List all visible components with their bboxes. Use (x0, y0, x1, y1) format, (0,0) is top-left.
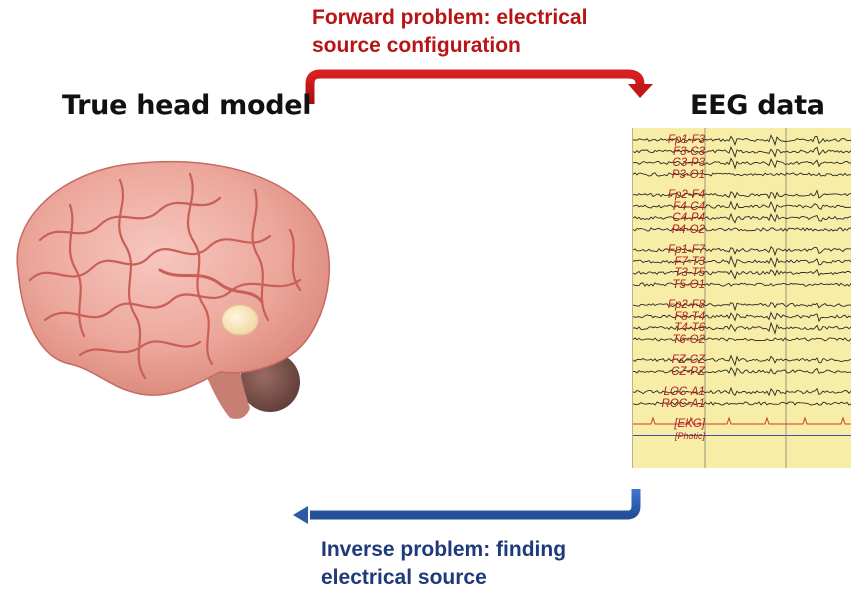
eeg-trace-f7t3 (633, 255, 851, 269)
eeg-channel-label: C4-P4 (672, 212, 705, 224)
inverse-label-line1: Inverse problem: finding (321, 538, 567, 561)
eeg-trace-fp1f7 (633, 246, 851, 257)
eeg-channel-label: LOC-A1 (663, 386, 705, 398)
eeg-trace-czpz (633, 366, 851, 377)
eeg-channel-label: P3-O1 (671, 168, 705, 181)
eeg-trace-f3c3 (633, 145, 851, 159)
eeg-trace-fp2f8 (633, 301, 851, 312)
inverse-label-line2: electrical source (321, 566, 487, 589)
electrical-source-marker (221, 304, 259, 336)
eeg-channel-label: Fp1-F3 (667, 134, 705, 146)
eeg-channel-label: [EKG] (674, 418, 705, 430)
eeg-channel-label: Fp1-F7 (667, 244, 705, 256)
eeg-trace-fzcz (633, 354, 851, 367)
eeg-trace-t6o2 (633, 337, 851, 342)
brain-icon (16, 160, 331, 419)
eeg-trace-c3p3 (633, 157, 851, 170)
eeg-trace-p3o1 (633, 172, 851, 177)
eeg-trace-ekg (633, 416, 851, 425)
eeg-channel-label: T4-T6 (674, 322, 705, 334)
eeg-trace-p4o2 (633, 227, 851, 232)
eeg-trace-fp1f3 (633, 134, 851, 147)
eeg-channel-label: F3-C3 (673, 145, 705, 158)
forward-label-line2: source configuration (312, 34, 521, 57)
eeg-trace-c4p4 (633, 212, 851, 224)
eeg-trace-t3t5 (633, 268, 851, 280)
forward-label-line1: Forward problem: electrical (312, 6, 588, 29)
eeg-channel-label: T5-O1 (672, 278, 705, 291)
inverse-arrow (293, 489, 641, 524)
brain-folds (28, 172, 302, 380)
eeg-channel-label: T6-O2 (672, 333, 705, 346)
eeg-channel-label: F4-C4 (673, 200, 705, 213)
forward-arrow (305, 69, 653, 104)
eeg-channel-label: C3-P3 (672, 157, 705, 169)
eeg-channel-label: ROC-A1 (661, 397, 705, 410)
eeg-channel-label: Fp2-F4 (667, 189, 705, 201)
eeg-trace-t4t6 (633, 321, 851, 335)
cerebrum (16, 160, 331, 396)
eeg-channel-label: CZ-PZ (671, 365, 705, 378)
eeg-trace-f4c4 (633, 200, 851, 214)
eeg-trace-loca1 (633, 386, 851, 397)
eeg-trace-f8t4 (633, 311, 851, 323)
eeg-trace-roca1 (633, 401, 851, 406)
eeg-channel-label: F8-T4 (674, 310, 705, 323)
eeg-channel-label: FZ-CZ (671, 354, 705, 366)
forward-problem-label: Forward problem: electrical source confi… (312, 4, 652, 60)
eeg-trace-t5o1 (633, 282, 851, 287)
eeg-traces (633, 128, 851, 468)
inverse-problem-label: Inverse problem: finding electrical sour… (321, 536, 661, 592)
head-model-title: True head model (62, 90, 312, 121)
eeg-data-title: EEG data (690, 90, 825, 121)
eeg-channel-label: T3-T5 (674, 267, 705, 279)
eeg-channel-label: P4-O2 (671, 223, 705, 236)
eeg-channel-label: Fp2-F8 (667, 299, 705, 311)
eeg-trace-fp2f4 (633, 189, 851, 200)
eeg-channel-label: F7-T3 (674, 255, 705, 268)
eeg-channel-label: [Photic] (674, 430, 705, 441)
